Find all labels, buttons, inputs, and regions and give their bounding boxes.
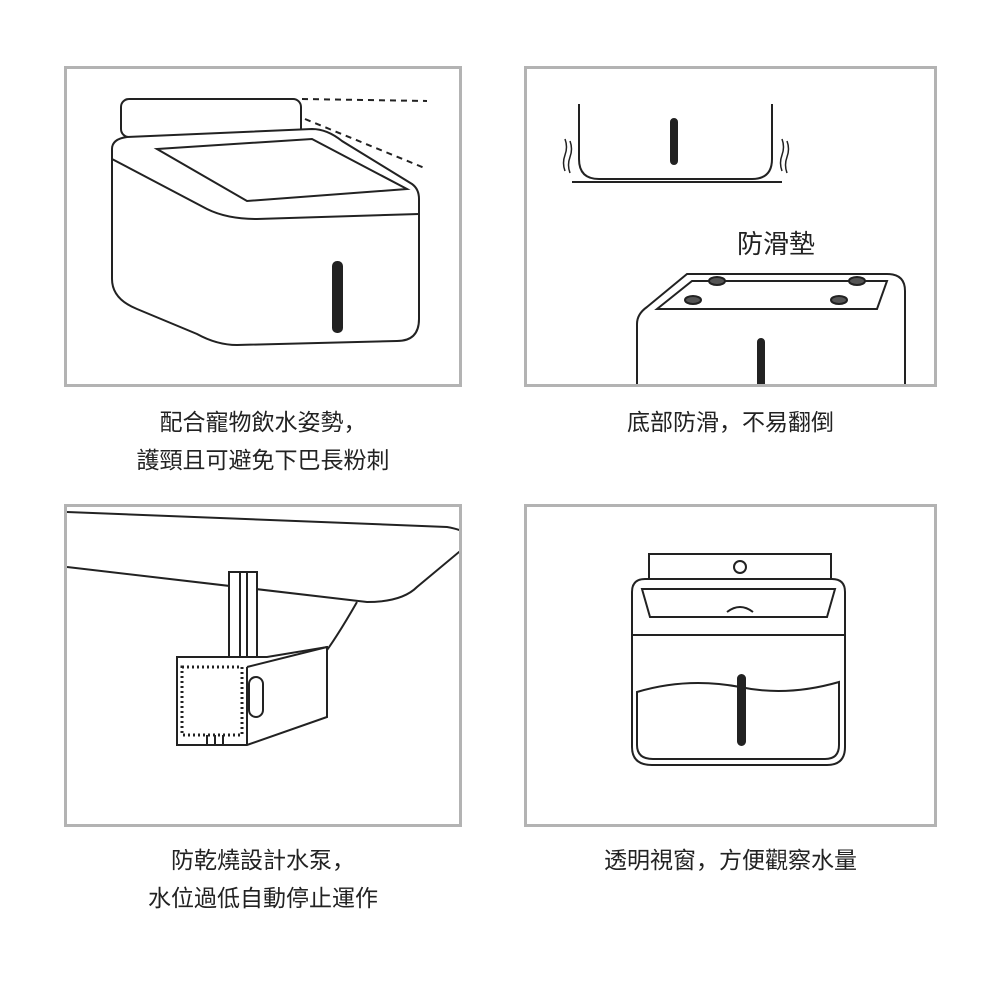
fountain-raised-illustration — [111, 98, 428, 347]
panel-anti-slip: 防滑墊 — [524, 66, 937, 387]
caption-line: 水位過低自動停止運作 — [148, 886, 378, 912]
caption-ergonomic: 配合寵物飲水姿勢， 護頸且可避免下巴長粉刺 — [64, 404, 462, 480]
caption-anti-slip: 底部防滑，不易翻倒 — [524, 404, 937, 442]
caption-line: 透明視窗，方便觀察水量 — [604, 848, 857, 874]
pump-illustration — [67, 511, 459, 746]
panel-ergonomic-height — [64, 66, 462, 387]
caption-line: 底部防滑，不易翻倒 — [627, 410, 834, 436]
anti-slip-pad-label: 防滑墊 — [737, 230, 816, 260]
caption-pump: 防乾燒設計水泵， 水位過低自動停止運作 — [64, 842, 462, 918]
anti-slip-illustration — [562, 104, 906, 384]
caption-line: 防乾燒設計水泵， — [171, 848, 355, 874]
caption-line: 配合寵物飲水姿勢， — [159, 410, 367, 436]
caption-window: 透明視窗，方便觀察水量 — [524, 842, 937, 880]
panel-window — [524, 504, 937, 827]
transparent-window-illustration — [631, 553, 846, 766]
caption-line: 護頸且可避免下巴長粉刺 — [136, 448, 390, 474]
panel-pump — [64, 504, 462, 827]
